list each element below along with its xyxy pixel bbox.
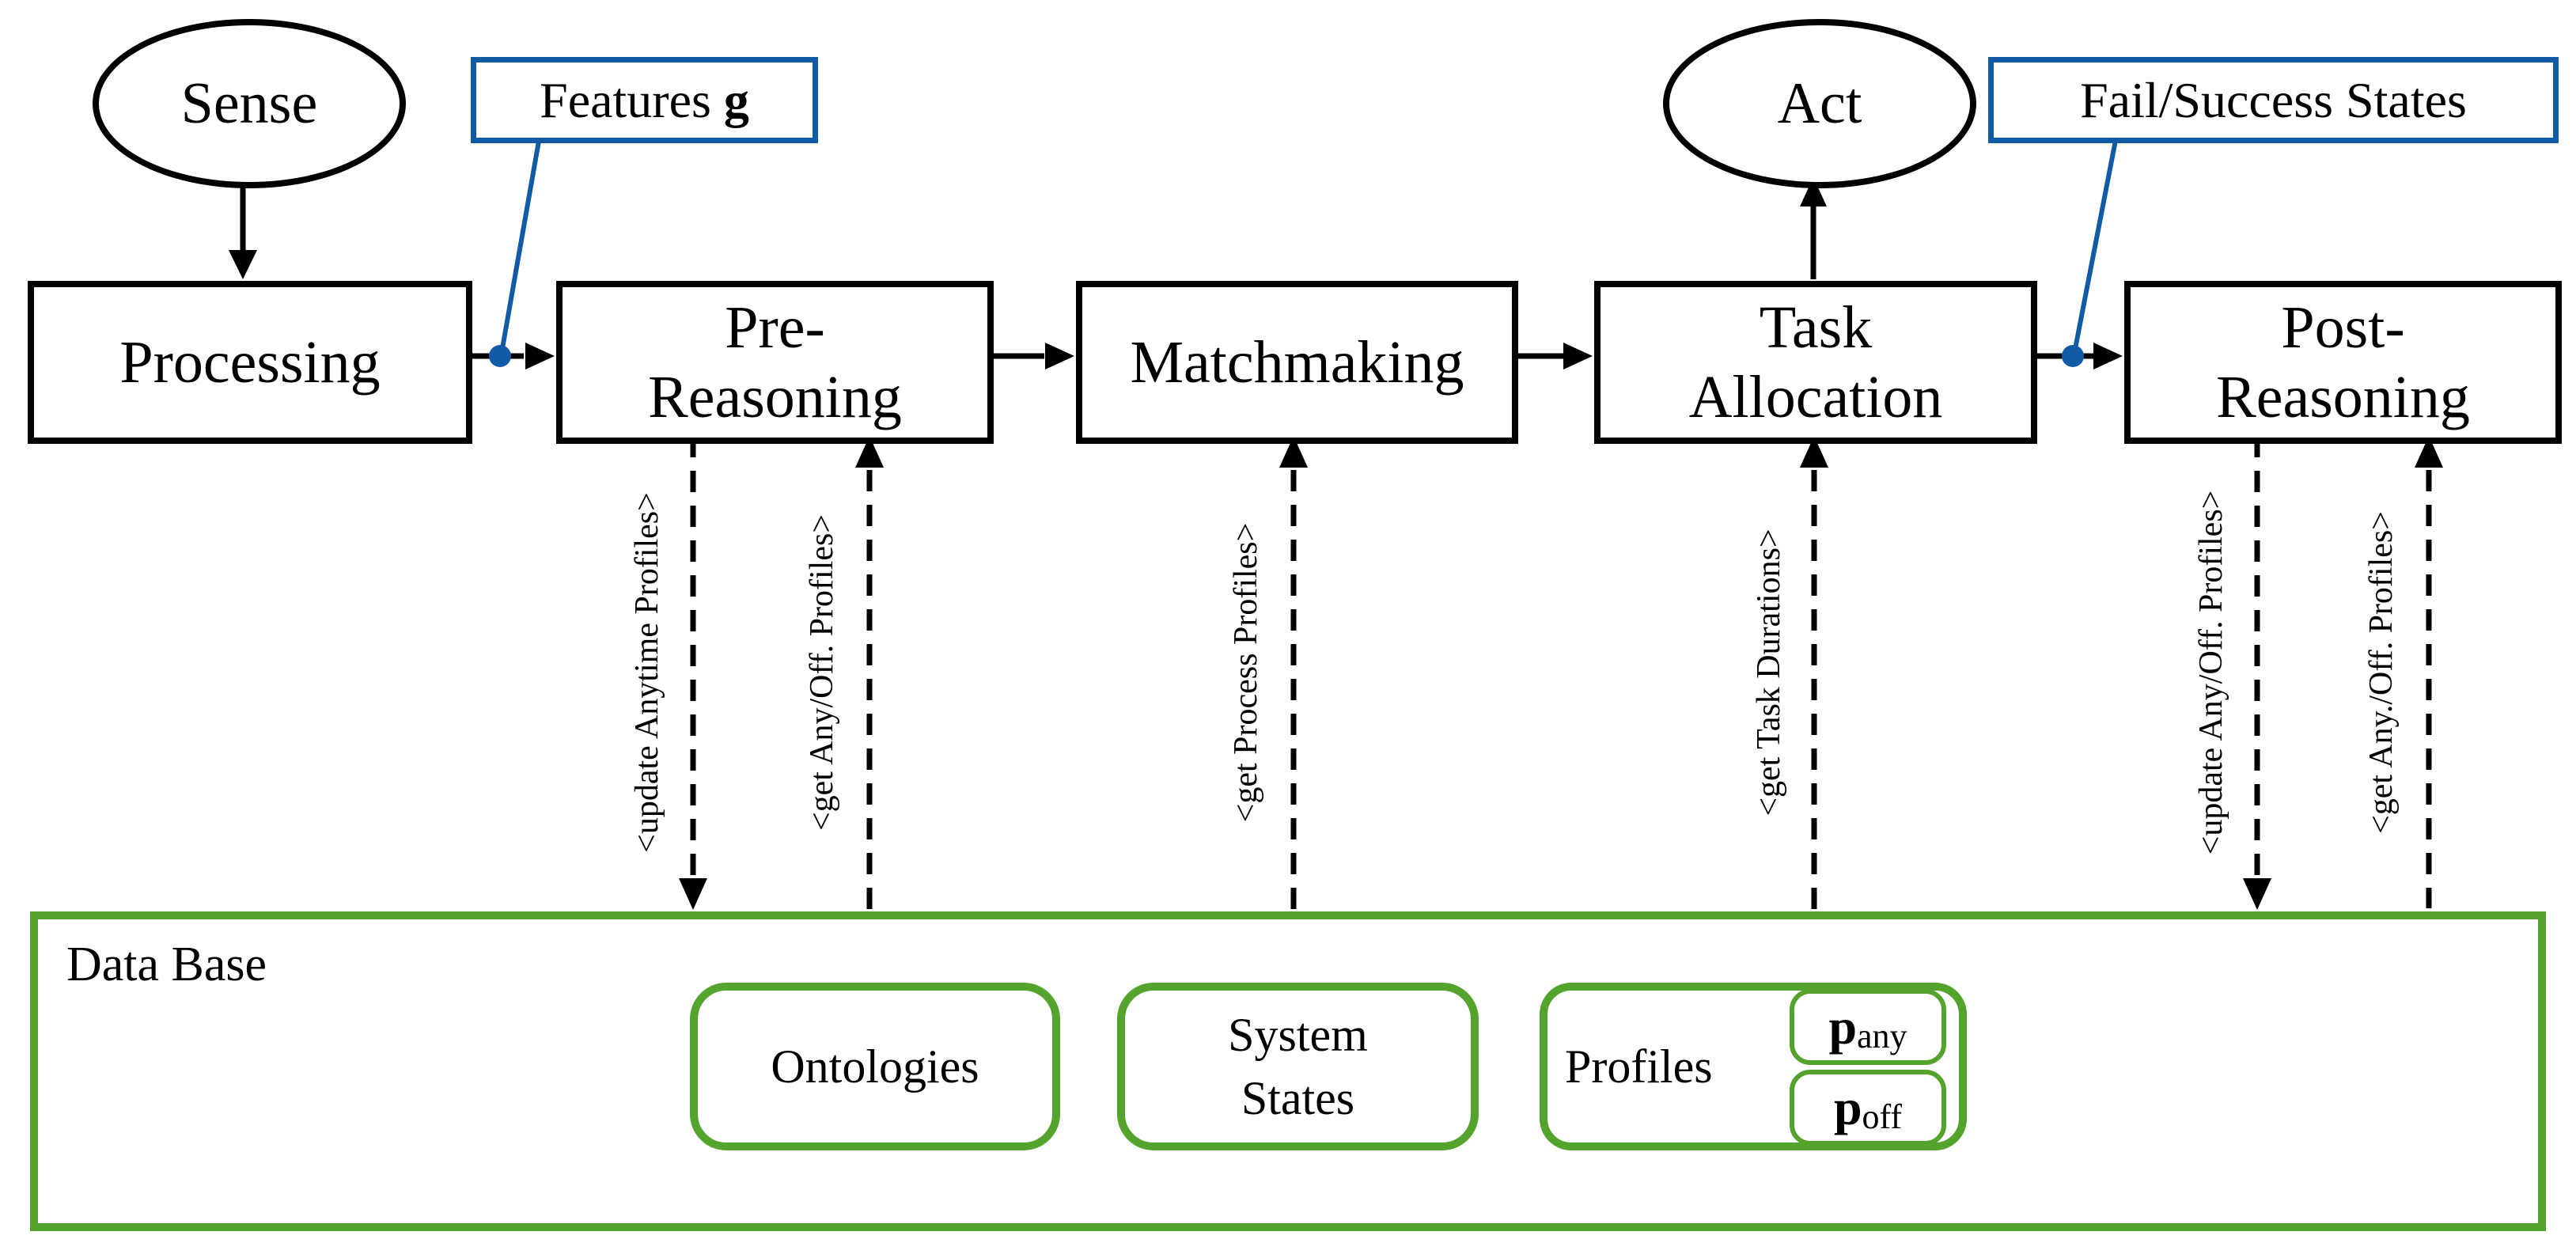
fail-success-callout-text: Fail/Success States: [2080, 71, 2467, 128]
fail-success-callout: Fail/Success States: [1988, 57, 2559, 143]
get-process-profiles-arrow: [1279, 436, 1308, 911]
task-allocation-label-line1: Task: [1759, 294, 1873, 361]
sense-label: Sense: [180, 70, 318, 136]
get-any-off-profiles-arrow: [855, 436, 884, 911]
db-call-label-get-any-off-profiles-post: <get Any./Off. Profiles>: [2363, 511, 2400, 834]
db-call-label-update-anytime-profiles: <update Anytime Profiles>: [629, 492, 665, 853]
system-states-label-line2: States: [1241, 1072, 1355, 1124]
pre-reasoning-to-matchmaking-arrow: [983, 343, 1074, 369]
task-allocation-label-line2: Allocation: [1688, 364, 1943, 430]
db-call-label-update-any-off-profiles: <update Any/Off. Profiles>: [2193, 490, 2229, 855]
matchmaking-label: Matchmaking: [1130, 329, 1464, 396]
db-call-label-get-any-off-profiles: <get Any/Off. Profiles>: [804, 513, 840, 832]
db-call-label-get-task-durations: <get Task Durations>: [1751, 529, 1787, 817]
processing-box: Processing: [28, 281, 472, 444]
task-allocation-to-act-arrow: [1800, 177, 1827, 279]
profiles-label: Profiles: [1565, 1040, 1713, 1093]
update-anytime-profiles-arrow: [679, 436, 707, 910]
pre-reasoning-label-line2: Reasoning: [648, 364, 902, 430]
act-label: Act: [1777, 70, 1862, 136]
ontologies-box: Ontologies: [690, 983, 1060, 1150]
task-allocation-box: Task Allocation: [1594, 281, 2037, 444]
features-callout: Features g: [471, 57, 818, 143]
get-task-durations-arrow: [1800, 436, 1828, 911]
p-off-symbol: p: [1833, 1079, 1862, 1135]
ontologies-label: Ontologies: [771, 1040, 979, 1093]
post-reasoning-label-line2: Reasoning: [2216, 364, 2470, 430]
fail-success-junction-dot: [2062, 345, 2084, 367]
update-any-off-profiles-arrow: [2243, 436, 2271, 910]
system-states-box: System States: [1117, 983, 1479, 1150]
features-junction-dot: [489, 345, 511, 367]
fail-success-connector-line: [2072, 131, 2120, 354]
features-callout-symbol: g: [723, 71, 749, 128]
act-node: Act: [1663, 19, 1976, 188]
matchmaking-box: Matchmaking: [1076, 281, 1518, 444]
pre-reasoning-box: Pre- Reasoning: [556, 281, 994, 444]
processing-label: Processing: [119, 329, 381, 396]
p-any-symbol: p: [1828, 998, 1858, 1055]
sense-to-processing-arrow: [229, 176, 257, 279]
matchmaking-to-task-allocation-arrow: [1508, 343, 1593, 369]
sense-node: Sense: [93, 19, 406, 188]
processing-to-pre-reasoning-arrow: [462, 343, 555, 369]
pre-reasoning-label-line1: Pre-: [725, 294, 825, 361]
post-reasoning-box: Post- Reasoning: [2124, 281, 2562, 444]
db-call-label-get-process-profiles: <get Process Profiles>: [1228, 522, 1264, 823]
database-title: Data Base: [66, 938, 267, 991]
features-callout-text: Features: [540, 71, 724, 128]
features-connector-line: [499, 131, 543, 354]
post-reasoning-label-line1: Post-: [2281, 294, 2405, 361]
task-allocation-to-post-reasoning-arrow: [2027, 343, 2123, 369]
get-any-off-profiles-post-arrow: [2415, 436, 2443, 908]
system-states-label-line1: System: [1228, 1009, 1368, 1061]
